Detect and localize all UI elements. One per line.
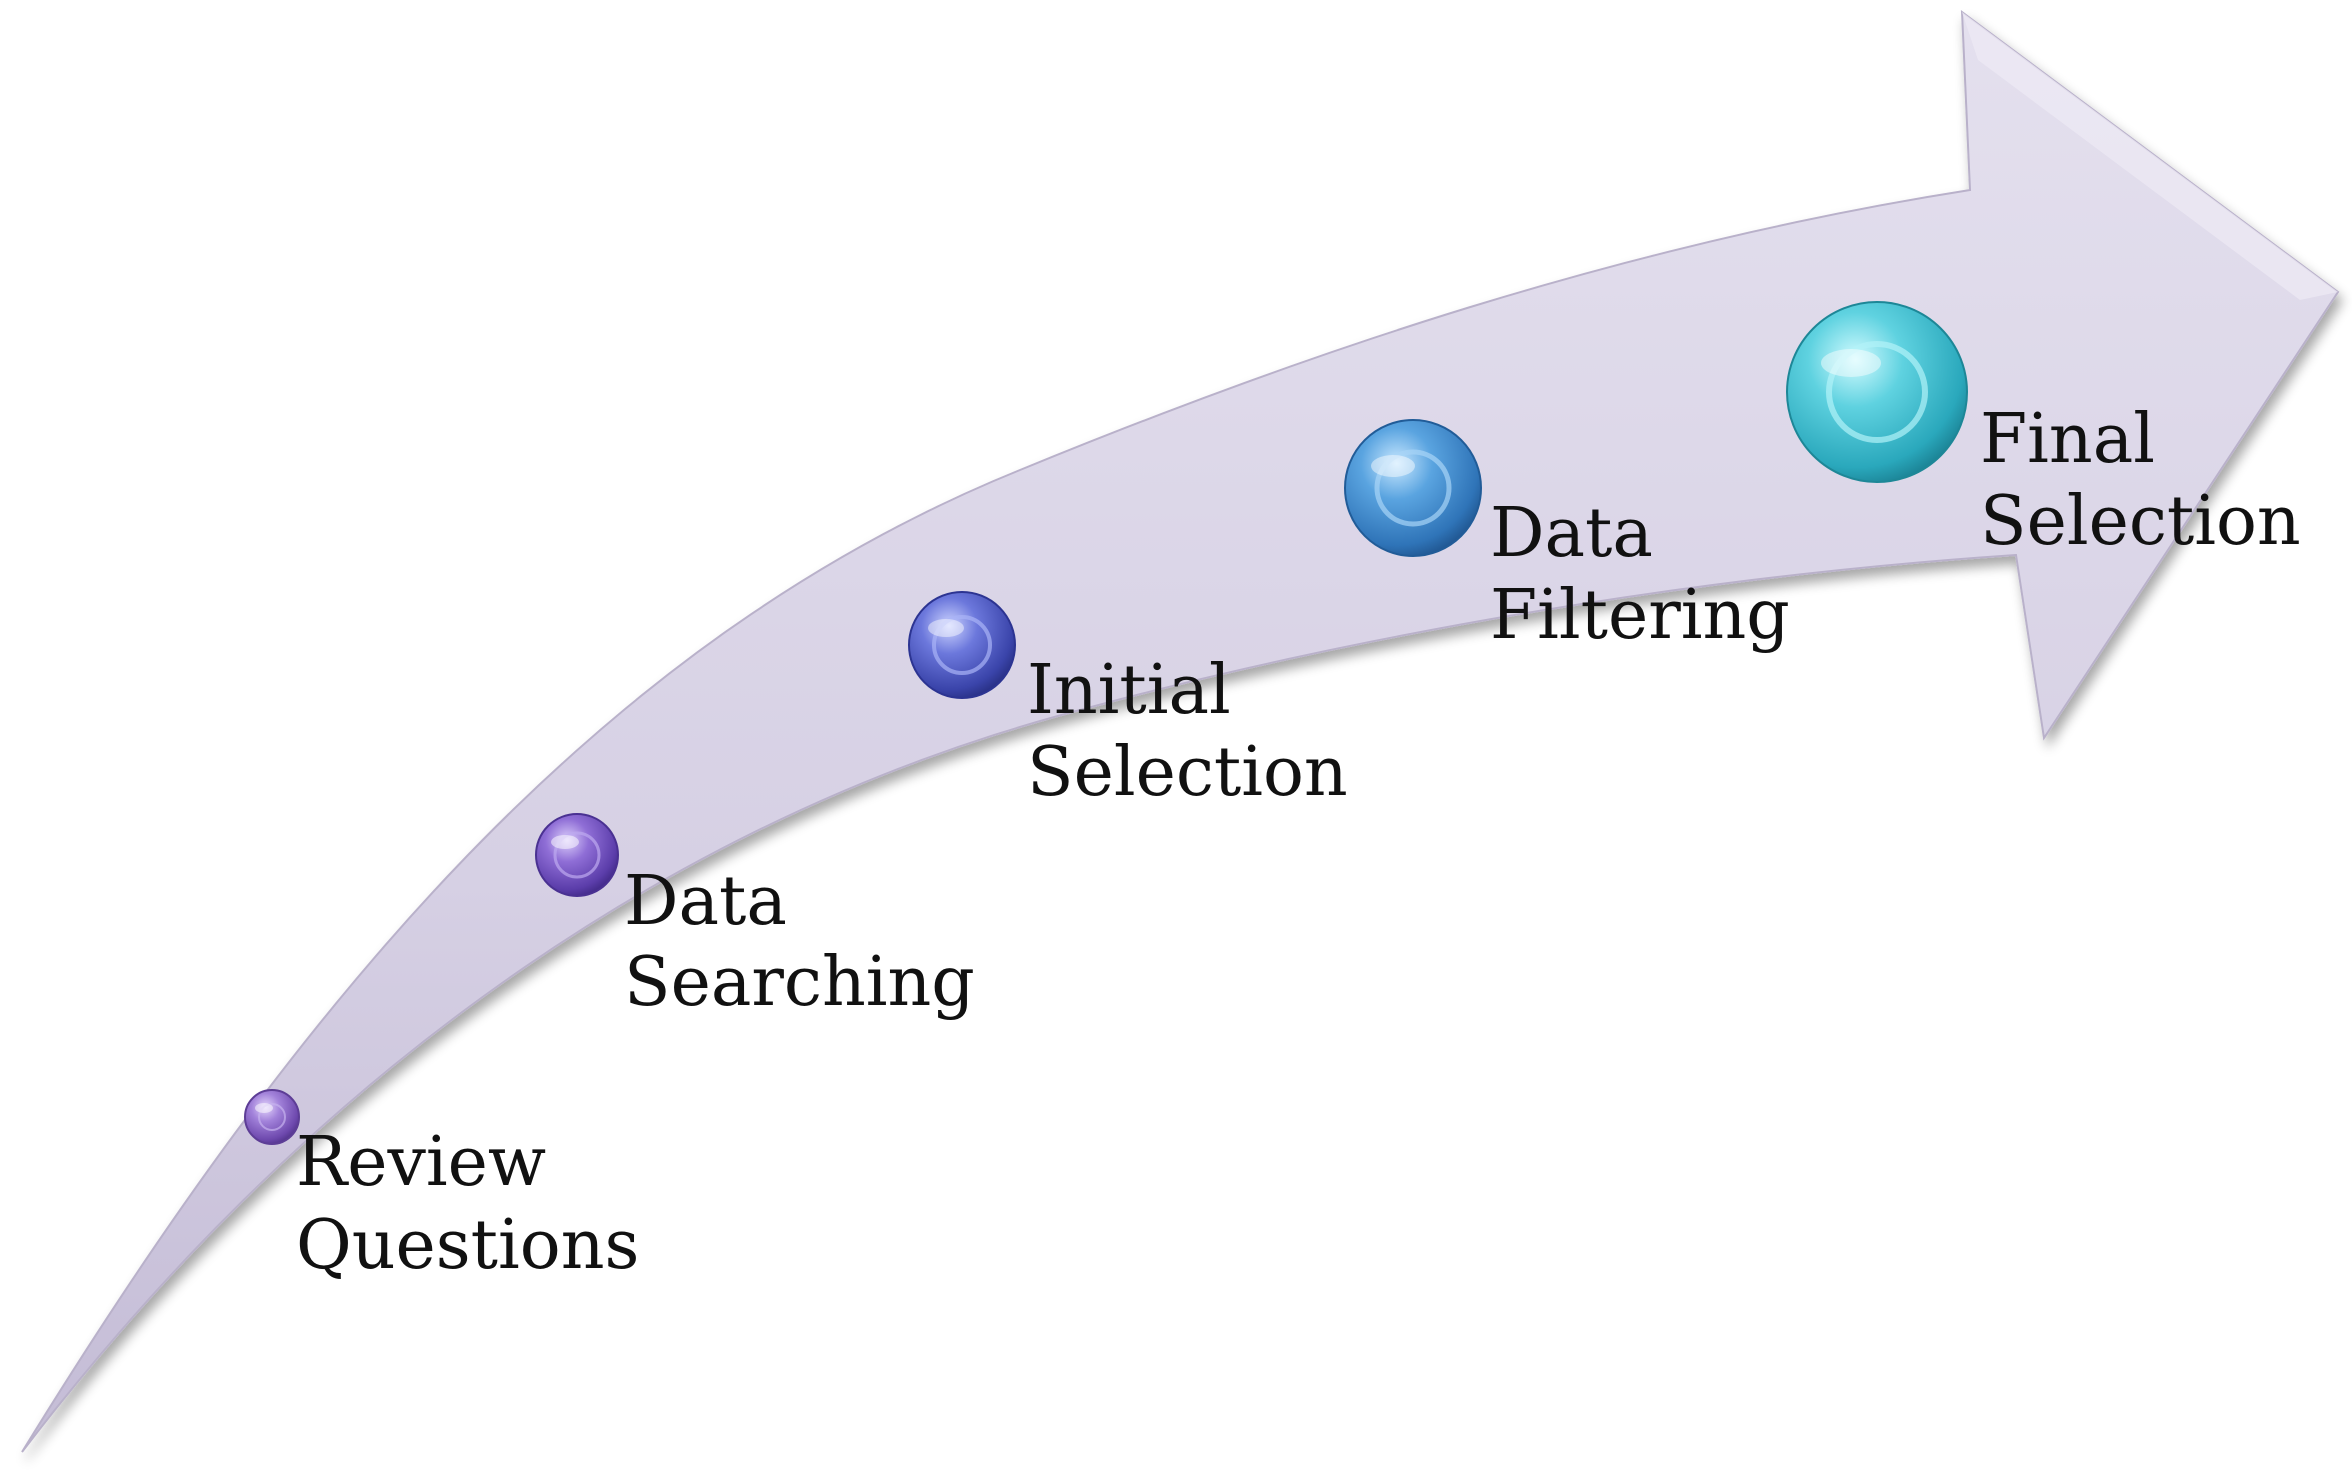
flow-arrow-head-highlight — [1962, 12, 2338, 300]
step-bead-initial-selection — [908, 591, 1016, 699]
step-label-line: Data — [624, 862, 787, 941]
step-label-line: Initial — [1027, 651, 1231, 730]
step-label-final-selection: Final Selection — [1980, 400, 2301, 561]
step-bead-review-questions — [244, 1089, 300, 1145]
step-label-data-searching: Data Searching — [624, 862, 975, 1022]
step-label-line: Selection — [1980, 482, 2301, 561]
step-bead-data-filtering — [1344, 419, 1482, 557]
step-label-line: Data — [1490, 494, 1653, 573]
step-label-line: Filtering — [1490, 576, 1790, 655]
step-label-line: Selection — [1027, 733, 1348, 812]
flow-arrow-body — [21, 9, 2340, 1453]
flow-arrow — [21, 9, 2340, 1453]
step-label-review-questions: Review Questions — [296, 1123, 639, 1285]
step-bead-data-searching — [535, 813, 619, 897]
step-label-line: Searching — [624, 943, 975, 1022]
step-label-line: Questions — [296, 1206, 639, 1285]
step-bead-final-selection — [1786, 301, 1968, 483]
step-label-initial-selection: Initial Selection — [1027, 651, 1348, 812]
step-label-line: Review — [296, 1123, 546, 1202]
step-label-line: Final — [1980, 400, 2155, 479]
step-label-data-filtering: Data Filtering — [1490, 494, 1790, 655]
